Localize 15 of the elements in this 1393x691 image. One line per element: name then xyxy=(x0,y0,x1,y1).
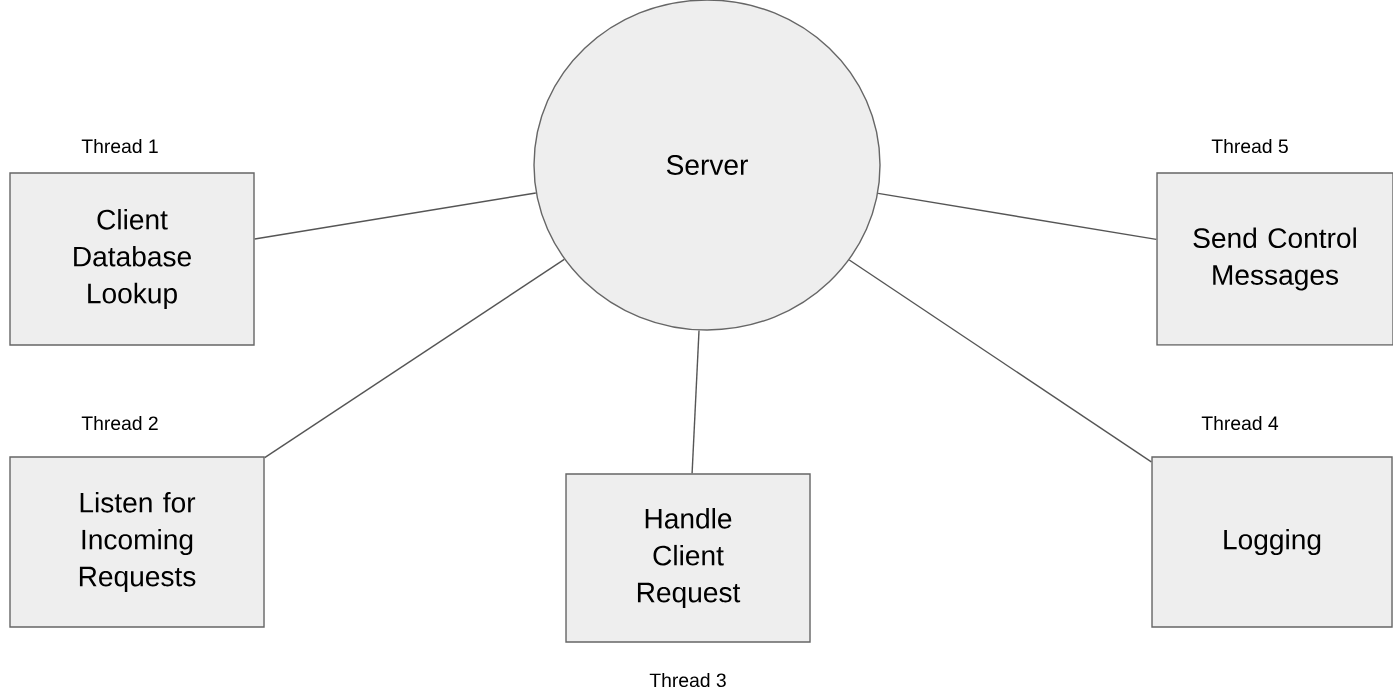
thread-label: Thread 5 xyxy=(1211,138,1288,154)
thread-label: Thread 3 xyxy=(649,672,726,688)
process-box: Listen for Incoming Requests xyxy=(9,456,265,628)
process-box: Send Control Messages xyxy=(1156,172,1393,346)
thread-label: Thread 1 xyxy=(81,138,158,154)
thread-label: Thread 2 xyxy=(81,415,158,431)
connector-line xyxy=(691,329,700,474)
process-box: Client Database Lookup xyxy=(9,172,255,346)
thread-label: Thread 4 xyxy=(1201,415,1279,431)
process-box: Handle Client Request xyxy=(565,473,811,643)
connector-line xyxy=(264,258,565,459)
connector-line xyxy=(254,192,537,240)
process-box: Logging xyxy=(1151,456,1393,628)
connector-line xyxy=(877,192,1157,241)
connector-line xyxy=(848,259,1152,463)
